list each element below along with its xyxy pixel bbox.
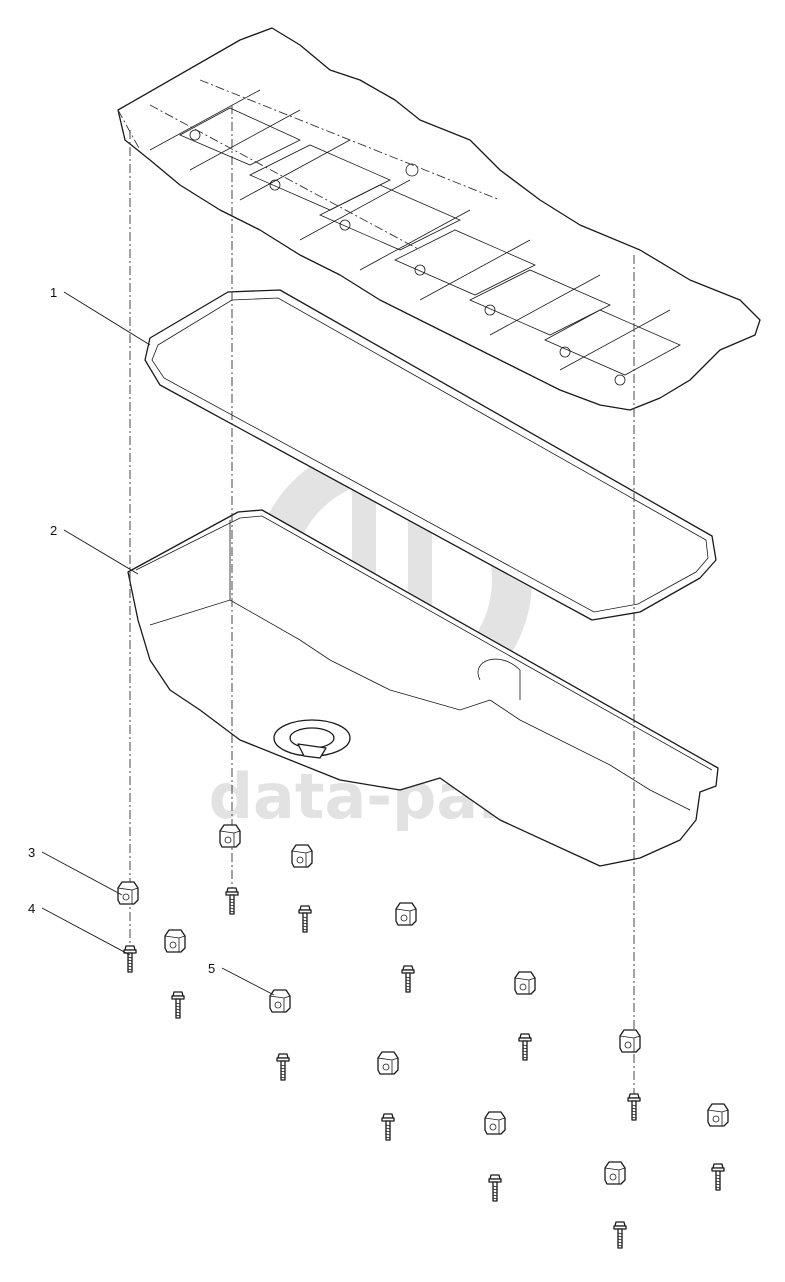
callout-1: 1: [50, 285, 57, 300]
callout-4: 4: [28, 901, 35, 916]
callout-leaders: [41, 291, 275, 996]
callout-5: 5: [208, 961, 215, 976]
oil-pan: [127, 509, 719, 867]
oil-pan-gasket: [144, 289, 717, 621]
alignment-lines: [117, 79, 635, 1100]
callout-2: 2: [50, 523, 57, 538]
callout-3: 3: [28, 845, 35, 860]
engine-block: [117, 27, 761, 411]
bracket-clip: [117, 824, 729, 1185]
